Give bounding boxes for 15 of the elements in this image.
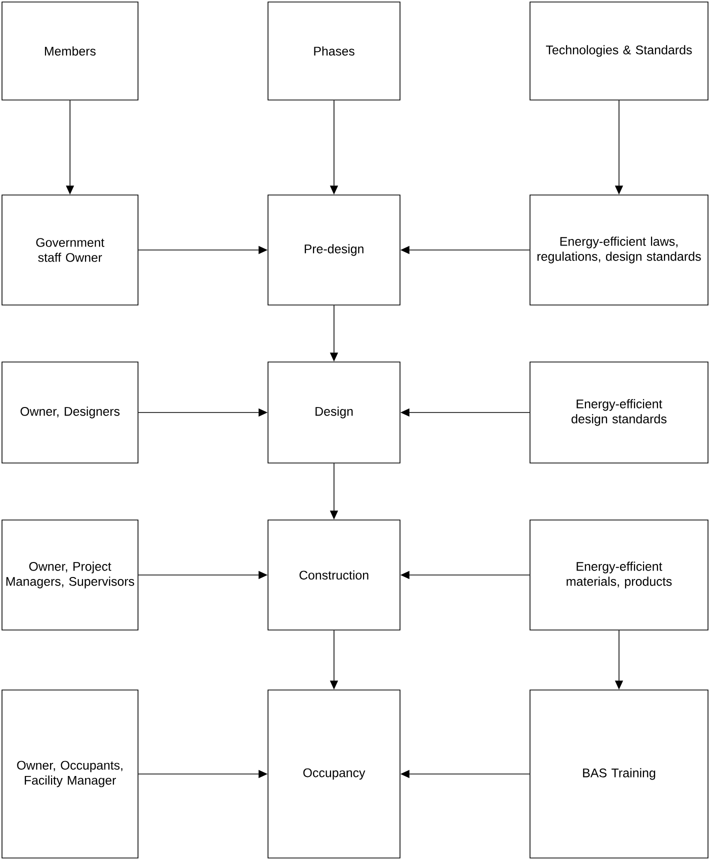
process-box: BAS Training [530,690,708,858]
process-box: Owner, Project Managers, Supervisors [2,520,138,630]
process-box: Phases [268,2,400,100]
process-box: Pre-design [268,194,400,306]
process-box: Construction [268,520,400,630]
process-box: Energy-efficient laws, regulations, design standards [530,194,708,306]
process-box: Technologies & Standards [530,2,708,100]
process-box: Owner, Occupants, Facility Manager [2,690,138,858]
process-box: Members [2,2,138,100]
process-box: Energy-efficient materials, products [530,520,708,630]
process-box: Occupancy [268,690,400,858]
process-box: Energy-efficient design standards [530,362,708,464]
process-box: Design [268,362,400,464]
process-box: Owner, Designers [2,362,138,464]
process-box: Government staff Owner [2,194,138,306]
